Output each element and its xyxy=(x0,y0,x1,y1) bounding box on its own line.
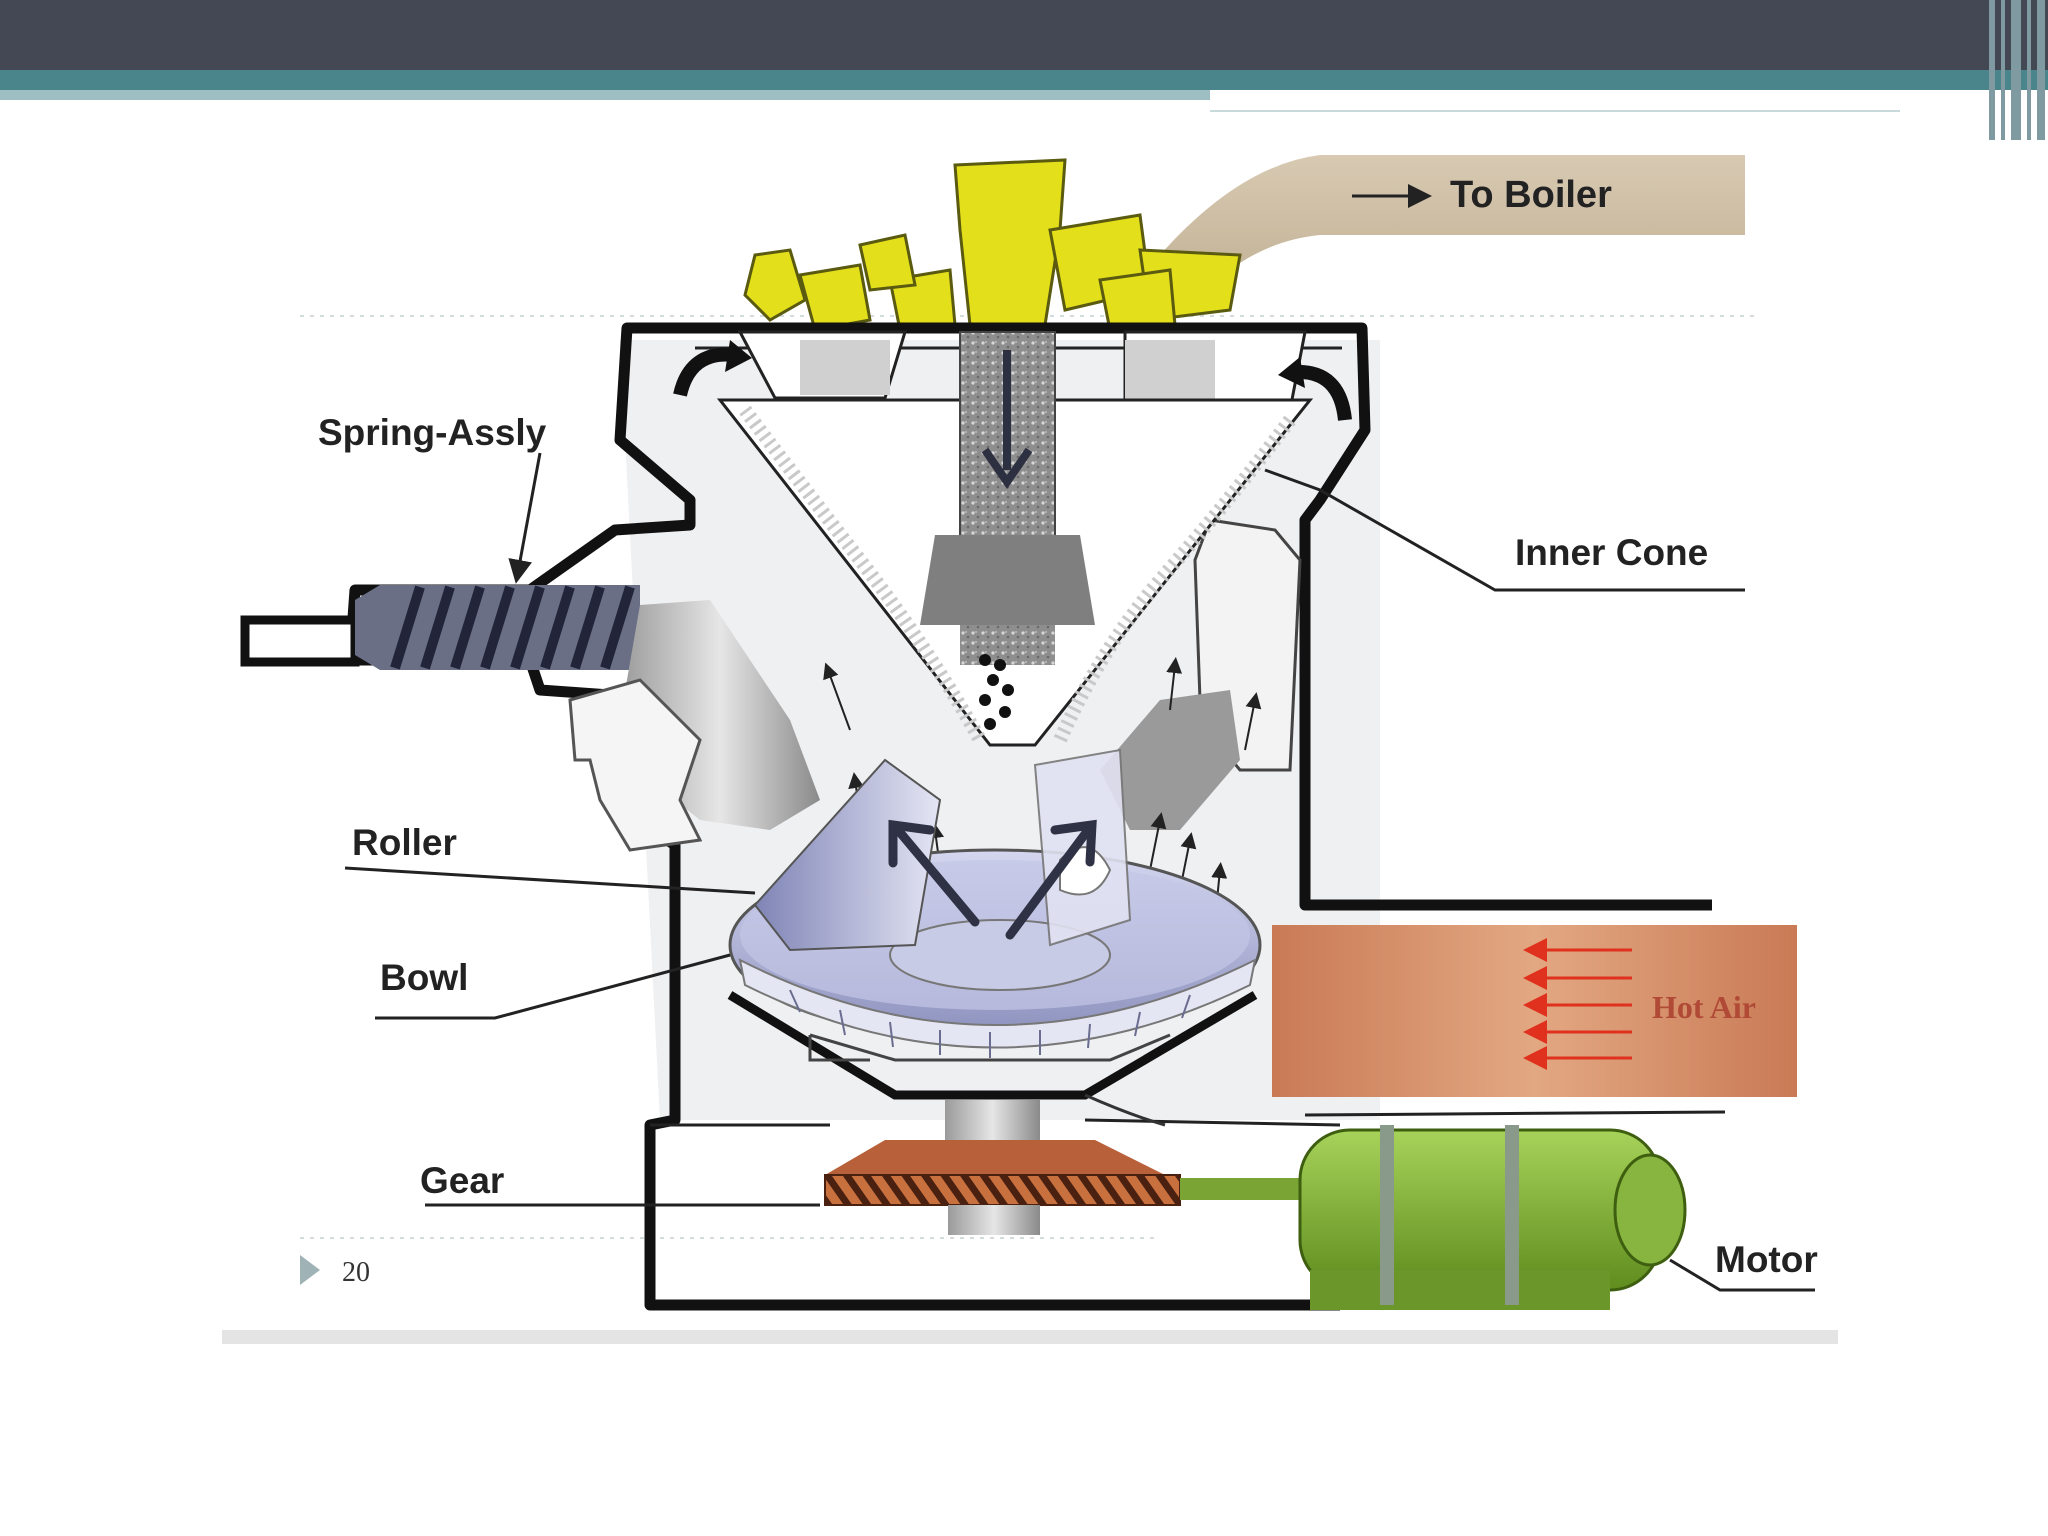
motor-illustration xyxy=(1180,1125,1687,1310)
coal-pile-illustration xyxy=(743,158,1242,332)
bowl-support xyxy=(727,991,1258,1140)
slide-header-accent-light xyxy=(0,90,1210,100)
slide-corner-stripes xyxy=(1985,0,2048,140)
drive-gear xyxy=(824,1140,1181,1235)
boiler-outlet-duct xyxy=(1160,155,1745,270)
classifier-vanes xyxy=(673,330,1352,421)
page-number: 20 xyxy=(342,1257,370,1288)
hot-air-inlet xyxy=(1272,925,1797,1097)
grinding-rollers xyxy=(753,748,1132,952)
motor-label: Motor xyxy=(1715,1239,1818,1280)
slide-header-rule xyxy=(1210,110,1900,118)
inner-cone-label: Inner Cone xyxy=(1515,532,1708,573)
gear-label: Gear xyxy=(420,1160,504,1201)
central-feed-pipe xyxy=(920,331,1095,730)
hot-air-label: Hot Air xyxy=(1652,989,1756,1025)
page-number-marker-icon xyxy=(300,1255,320,1285)
bowl-label: Bowl xyxy=(380,957,468,998)
roller-label: Roller xyxy=(352,822,457,863)
to-boiler-label: To Boiler xyxy=(1450,174,1612,216)
spring-assly-label: Spring-Assly xyxy=(318,412,547,453)
slide-header-accent xyxy=(0,70,2048,90)
spring-assembly xyxy=(240,585,640,670)
slide-header-bar xyxy=(0,0,2048,70)
